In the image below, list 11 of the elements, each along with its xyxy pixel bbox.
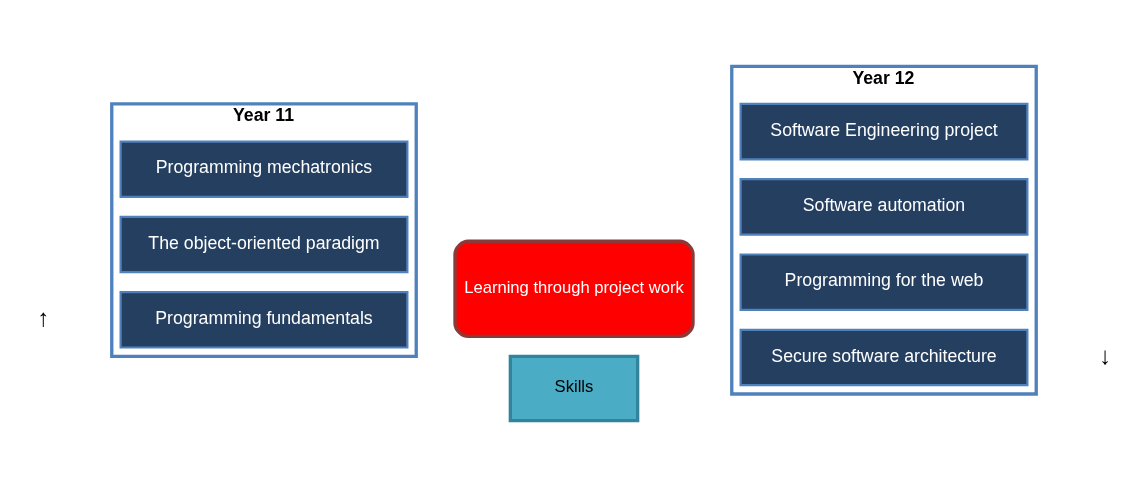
node-box: The object-oriented paradigm — [119, 215, 409, 273]
node-box: Programming fundamentals — [119, 290, 409, 349]
node-box: Learning through project work — [453, 239, 695, 338]
node-box: Skills — [508, 354, 640, 422]
node-box: Software automation — [739, 177, 1029, 236]
node-box: Software Engineering project — [739, 102, 1029, 160]
node-box: Secure software architecture — [739, 328, 1029, 386]
label: ↑ — [37, 303, 50, 331]
label: ↓ — [1098, 341, 1111, 369]
node-box: Programming mechatronics — [119, 139, 409, 198]
node-box: Programming for the web — [739, 252, 1029, 311]
